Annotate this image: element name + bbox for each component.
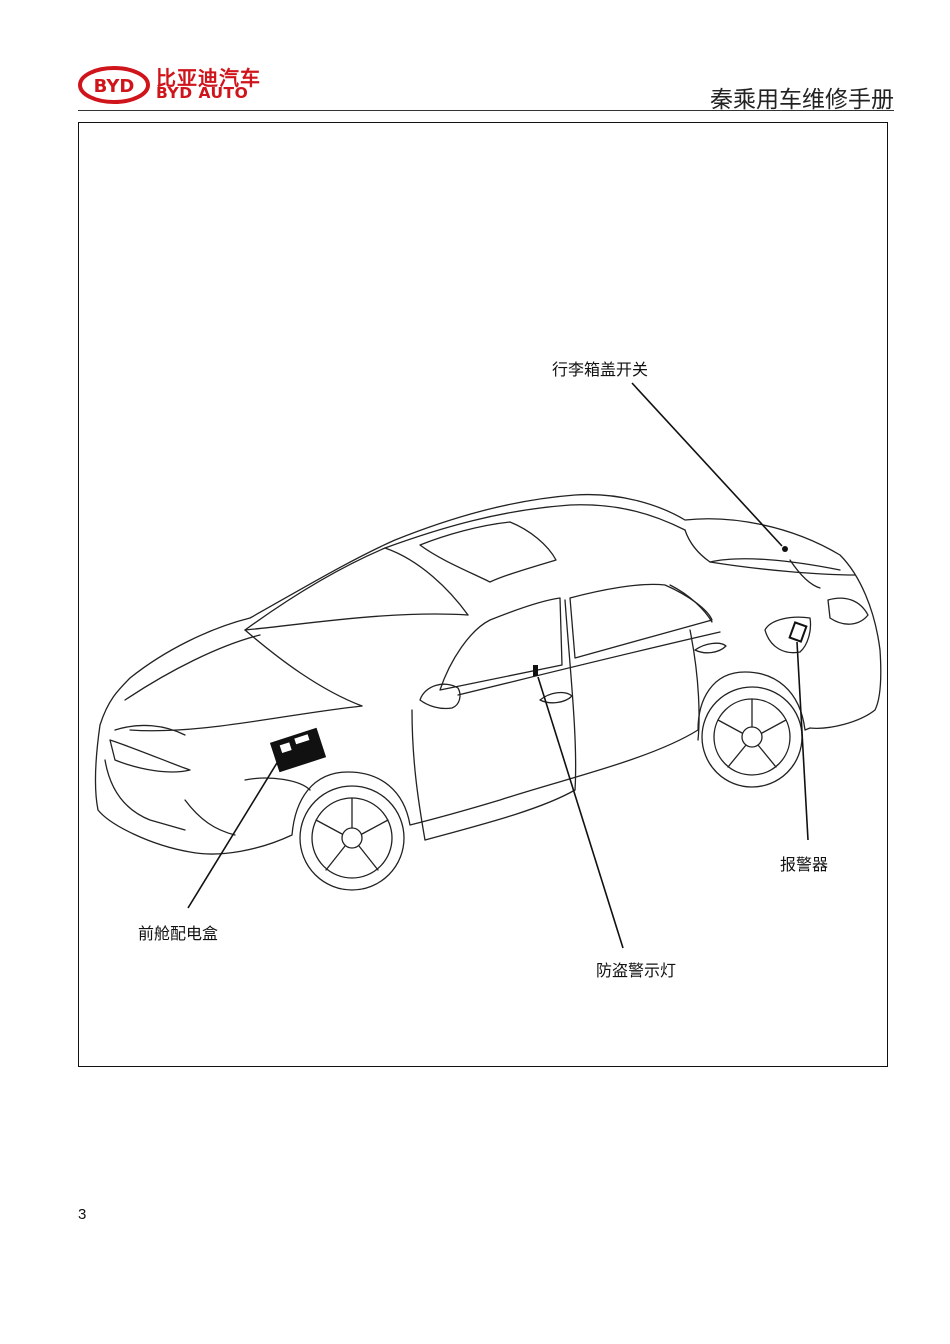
manual-title: 秦乘用车维修手册 <box>710 87 894 113</box>
theft-warning-lamp-leader <box>537 676 624 949</box>
header-divider <box>78 110 894 111</box>
brand-name-chinese: 比亚迪汽车 <box>156 66 261 90</box>
alarm-marker <box>788 621 808 643</box>
alarm-leader <box>796 641 809 841</box>
label-front-fuse-box: 前舱配电盒 <box>138 924 219 943</box>
label-theft-warning-lamp: 防盗警示灯 <box>596 961 677 980</box>
trunk-switch-leader <box>631 382 783 547</box>
brand-name-english: BYD AUTO <box>156 84 249 102</box>
trunk-switch-marker <box>782 546 788 552</box>
theft-warning-lamp-marker <box>533 665 538 676</box>
page-number: 3 <box>78 1206 87 1223</box>
front-fuse-box-leader <box>187 757 281 909</box>
label-alarm: 报警器 <box>780 855 829 874</box>
front-fuse-box-component <box>269 727 327 773</box>
byd-logo: BYD <box>78 66 150 104</box>
figure-frame <box>78 122 888 1067</box>
logo-text: BYD <box>94 76 135 97</box>
label-trunk-switch: 行李箱盖开关 <box>552 360 649 379</box>
